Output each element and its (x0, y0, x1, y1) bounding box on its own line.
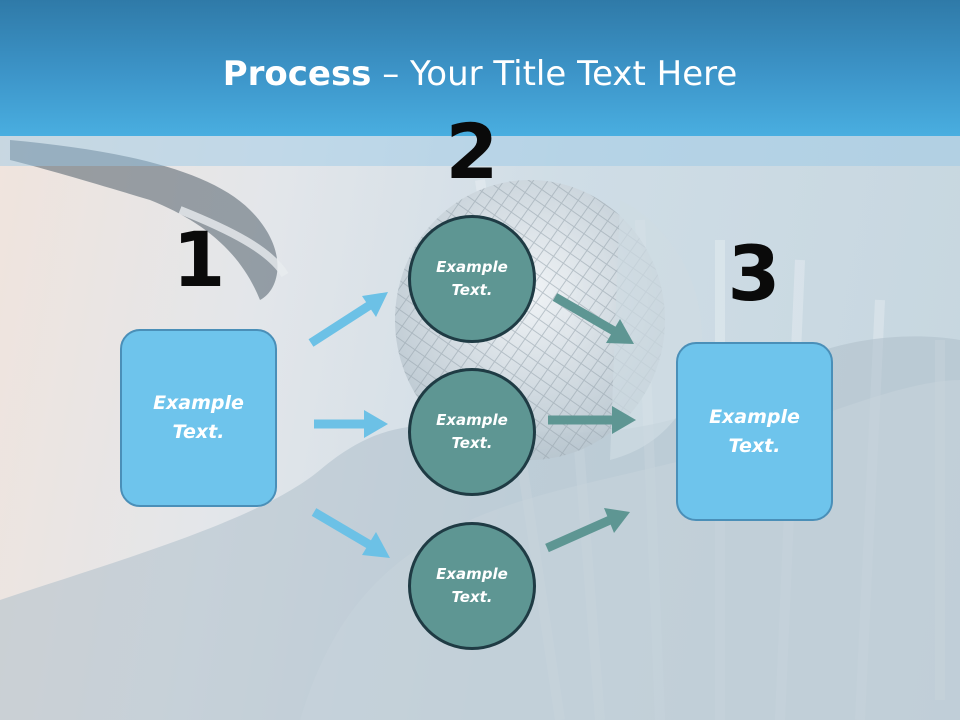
title-bold-part: Process (222, 54, 372, 94)
circle-top-label: Example Text. (436, 258, 508, 299)
step-2-circle-bottom[interactable]: Example Text. (408, 522, 536, 650)
step-number-3: 3 (727, 229, 781, 318)
header-band (0, 136, 960, 166)
step-1-label: Example Text. (153, 392, 244, 443)
slide-title: Process – Your Title Text Here (0, 52, 960, 96)
circle-bottom-label: Example Text. (436, 565, 508, 606)
step-3-label: Example Text. (709, 405, 800, 457)
arrow-1-to-top (308, 292, 388, 347)
arrow-bottom-to-3 (545, 508, 630, 553)
arrow-top-to-3 (552, 293, 634, 344)
arrow-middle-to-3 (548, 406, 636, 434)
arrow-1-to-middle (314, 410, 388, 438)
title-rest-part: – Your Title Text Here (371, 54, 738, 94)
header-bar (0, 0, 960, 136)
step-number-2: 2 (445, 107, 499, 196)
step-2-circle-middle[interactable]: Example Text. (408, 368, 536, 496)
step-2-circle-top[interactable]: Example Text. (408, 215, 536, 343)
circle-middle-label: Example Text. (436, 411, 508, 452)
arrow-1-to-bottom (311, 508, 390, 558)
step-number-1: 1 (172, 215, 226, 304)
step-3-box[interactable]: Example Text. (676, 342, 833, 521)
step-1-box[interactable]: Example Text. (120, 329, 277, 507)
